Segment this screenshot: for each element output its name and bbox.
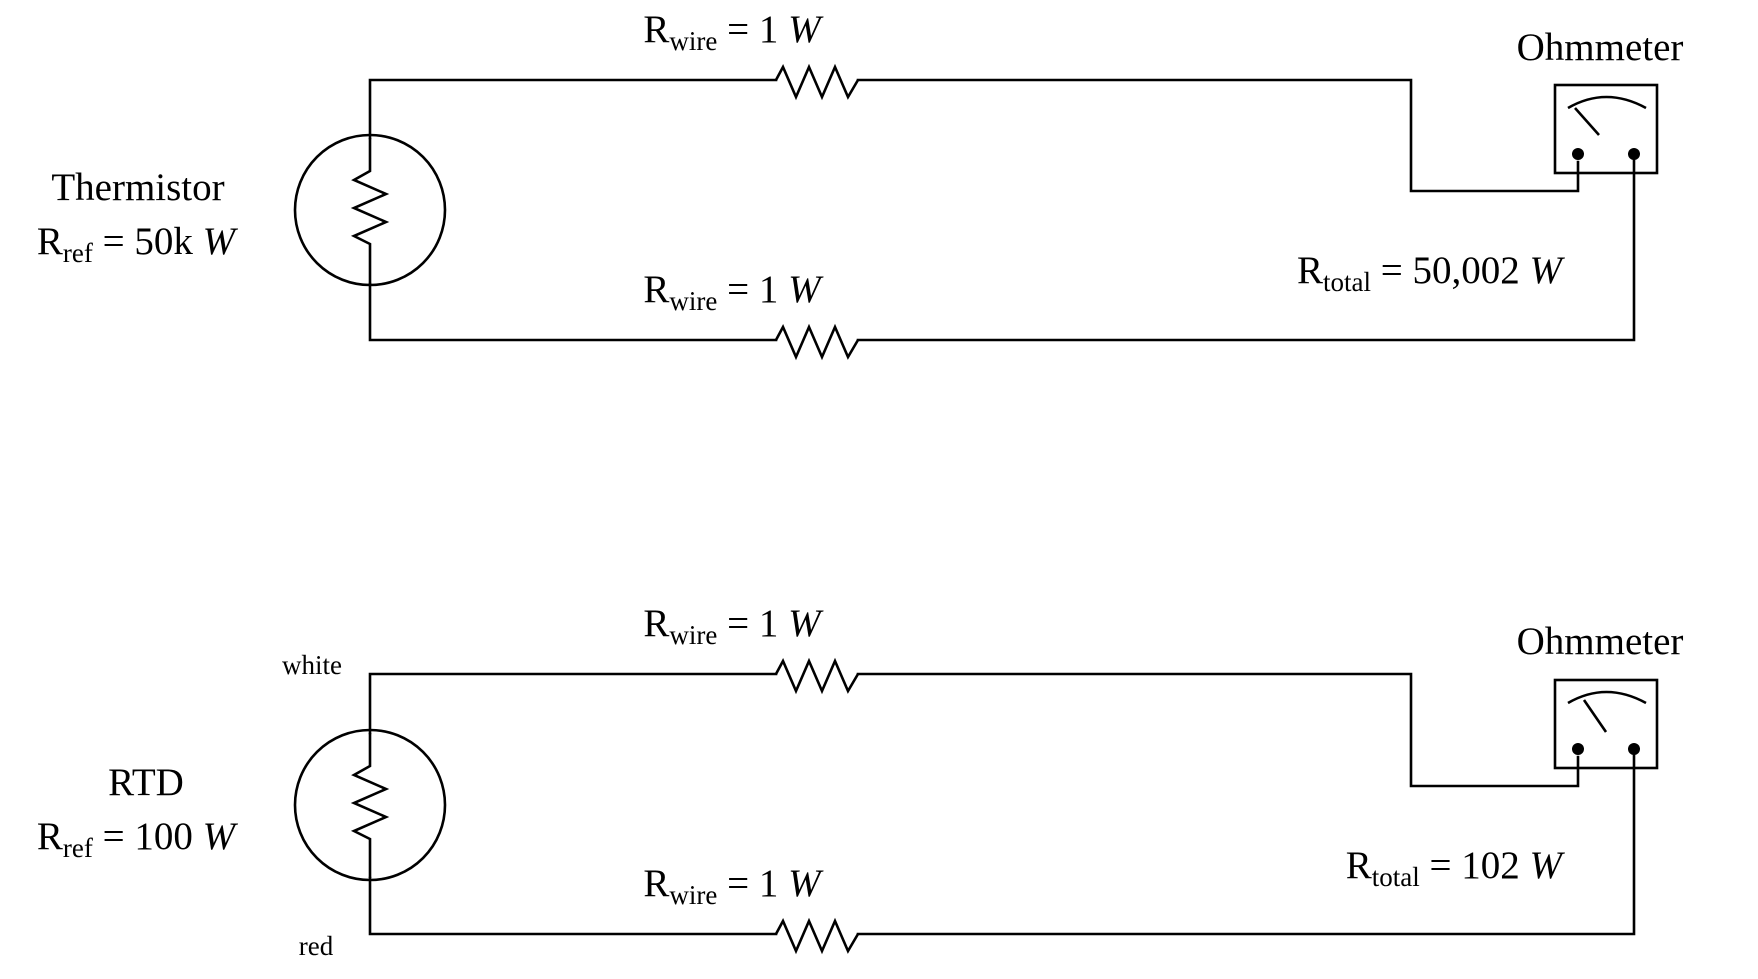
- thermistor-circuit: Rwire = 1 W Rwire = 1 W Ohmmeter Thermis…: [37, 8, 1684, 361]
- total-resistance-label: Rtotal = 102 W: [1346, 844, 1566, 892]
- top-wire-color-label: white: [282, 650, 342, 680]
- bottom-wire: [368, 876, 778, 936]
- meter-terminal-right: [1628, 148, 1640, 160]
- sensor-resistor-icon: [350, 733, 390, 878]
- top-wire: [368, 78, 778, 140]
- thermistor-symbol: [293, 133, 447, 287]
- meter-terminal-left: [1572, 148, 1584, 160]
- top-wire: [368, 672, 778, 735]
- reference-resistance-label: Rref = 100 W: [37, 815, 239, 863]
- top-wire-resistor: [774, 63, 860, 101]
- ohmmeter-box: [1553, 83, 1659, 175]
- top-wire-resistor: [774, 657, 860, 695]
- total-resistance-label: Rtotal = 50,002 W: [1297, 249, 1566, 297]
- wire-resistance-label: Rwire = 1 W: [643, 268, 824, 316]
- ohmmeter: [1553, 678, 1659, 770]
- ohmmeter-box: [1553, 678, 1659, 770]
- meter-terminal-left: [1572, 743, 1584, 755]
- sensor-name-label: RTD: [108, 761, 184, 804]
- bottom-wire-resistor: [774, 323, 860, 361]
- sensor-circle: [293, 133, 447, 287]
- sensor-resistor-icon: [350, 138, 390, 284]
- bottom-wire-color-label: red: [299, 931, 334, 961]
- ohmmeter-label: Ohmmeter: [1517, 620, 1684, 663]
- ohmmeter-label: Ohmmeter: [1517, 26, 1684, 69]
- ohmmeter: [1553, 83, 1659, 175]
- meter-terminal-right: [1628, 743, 1640, 755]
- meter-scale-arc: [1567, 95, 1647, 110]
- reference-resistance-label: Rref = 50k W: [37, 220, 239, 268]
- meter-scale-arc: [1567, 690, 1647, 705]
- wire-resistance-label: Rwire = 1 W: [643, 602, 824, 650]
- meter-needle: [1582, 699, 1608, 733]
- bottom-wire: [368, 282, 778, 342]
- rtd-symbol: [293, 728, 447, 882]
- top-wire-right: [856, 672, 1580, 788]
- bottom-wire-right: [856, 748, 1636, 936]
- rtd-circuit: Rwire = 1 W Rwire = 1 W Ohmmeter white r…: [37, 602, 1684, 961]
- sensor-name-label: Thermistor: [51, 166, 224, 209]
- bottom-wire-resistor: [774, 917, 860, 955]
- sensor-circle: [293, 728, 447, 882]
- top-wire-right: [856, 78, 1580, 193]
- bottom-wire-right: [856, 153, 1636, 342]
- wire-resistance-label: Rwire = 1 W: [643, 862, 824, 910]
- meter-needle: [1574, 107, 1600, 136]
- wire-resistance-label: Rwire = 1 W: [643, 8, 824, 56]
